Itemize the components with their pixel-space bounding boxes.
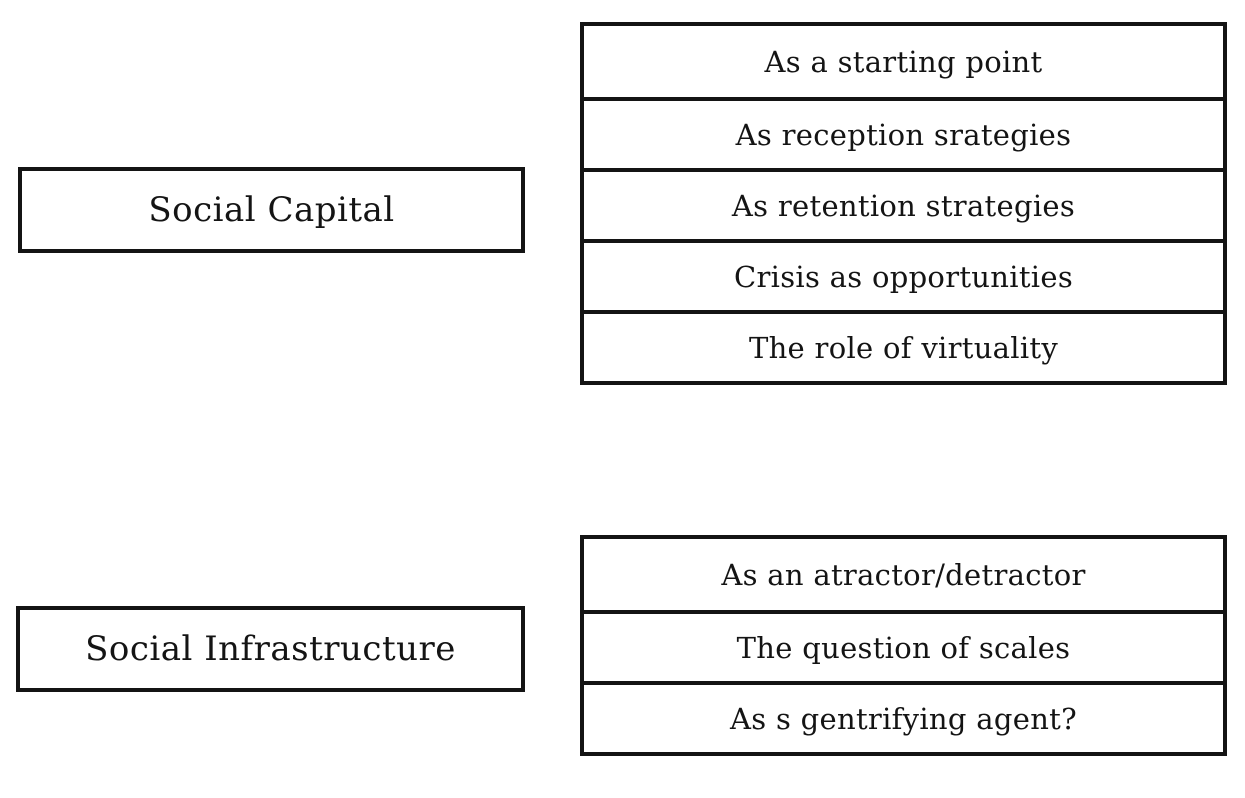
item-label: As retention strategies (731, 188, 1076, 223)
item-label: As a starting point (764, 44, 1043, 79)
social-infrastructure-label-box: Social Infrastructure (16, 606, 525, 692)
social-infrastructure-items-stack: As an atractor/detractor The question of… (580, 535, 1227, 756)
social-capital-item-retention-strategies: As retention strategies (584, 168, 1223, 239)
social-capital-item-role-of-virtuality: The role of virtuality (584, 310, 1223, 381)
social-capital-item-reception-strategies: As reception srategies (584, 97, 1223, 168)
item-label: As reception srategies (735, 117, 1072, 152)
social-infrastructure-label: Social Infrastructure (85, 629, 456, 669)
item-label: Crisis as opportunities (733, 259, 1074, 294)
social-capital-item-crisis-opportunities: Crisis as opportunities (584, 239, 1223, 310)
social-infrastructure-item-attractor-detractor: As an atractor/detractor (584, 539, 1223, 610)
social-capital-label: Social Capital (148, 190, 395, 230)
social-infrastructure-item-gentrifying-agent: As s gentrifying agent? (584, 681, 1223, 752)
social-capital-label-box: Social Capital (18, 167, 525, 253)
social-capital-item-starting-point: As a starting point (584, 26, 1223, 97)
social-capital-items-stack: As a starting point As reception srategi… (580, 22, 1227, 385)
item-label: The question of scales (736, 630, 1071, 665)
social-infrastructure-item-question-of-scales: The question of scales (584, 610, 1223, 681)
item-label: As an atractor/detractor (721, 557, 1086, 592)
item-label: As s gentrifying agent? (730, 701, 1077, 736)
item-label: The role of virtuality (748, 330, 1059, 365)
